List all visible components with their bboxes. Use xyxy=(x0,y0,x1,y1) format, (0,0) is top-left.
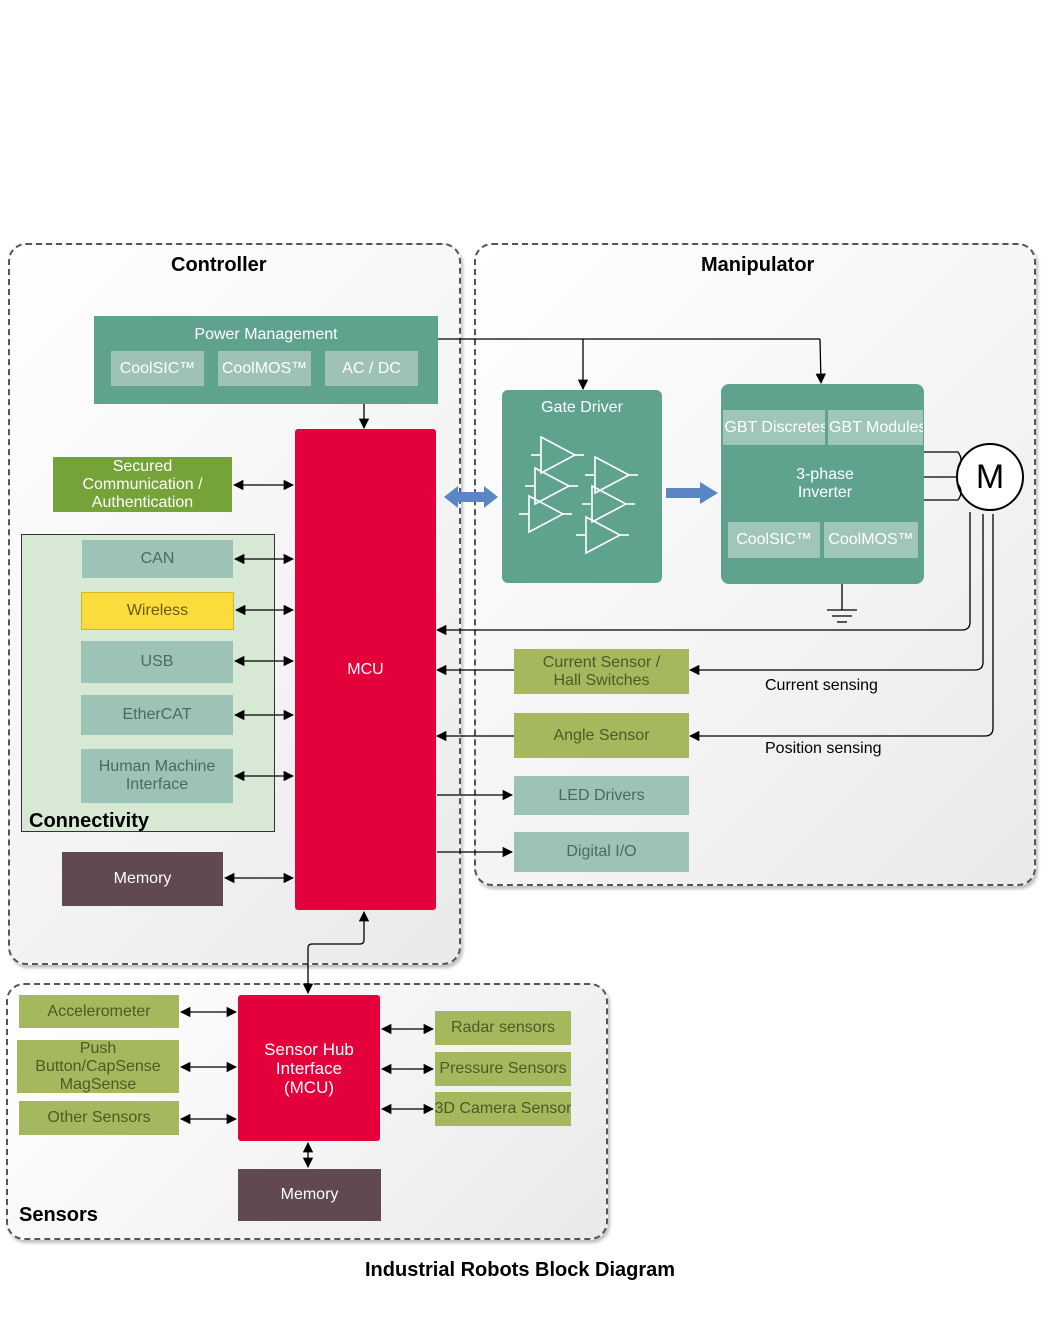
power-coolsic: CoolSIC™ xyxy=(111,351,204,386)
inverter-igbt-modules: IGBT Modules xyxy=(828,410,923,445)
inverter-coolsic: CoolSIC™ xyxy=(728,522,820,558)
inverter-motor-phases xyxy=(924,451,962,501)
push-button-capsense-block: Push Button/CapSense MagSense xyxy=(17,1040,179,1093)
angle-sensor-block: Angle Sensor xyxy=(514,713,689,758)
led-drivers-block: LED Drivers xyxy=(514,776,689,815)
inverter-coolmos: CoolMOS™ xyxy=(824,522,918,558)
mcu-block: MCU xyxy=(295,429,436,910)
diagram-caption: Industrial Robots Block Diagram xyxy=(365,1259,676,1281)
current-sensing-label: Current sensing xyxy=(765,677,878,694)
current-sensor-block: Current Sensor / Hall Switches xyxy=(514,649,689,694)
current-sensing-line xyxy=(688,514,984,676)
controller-memory-block: Memory xyxy=(62,852,223,906)
power-coolmos: CoolMOS™ xyxy=(218,351,311,386)
ethercat-block: EtherCAT xyxy=(81,695,233,735)
sensors-title: Sensors xyxy=(19,1204,98,1226)
accelerometer-block: Accelerometer xyxy=(19,995,179,1028)
can-block: CAN xyxy=(82,540,233,578)
gate-driver-inverter-bus-arrow xyxy=(666,482,718,504)
position-sensing-line xyxy=(688,514,994,742)
hmi-block: Human Machine Interface xyxy=(81,749,233,803)
power-acdc: AC / DC xyxy=(325,351,418,386)
3d-camera-sensor-block: 3D Camera Sensor xyxy=(435,1092,571,1126)
position-sensing-label: Position sensing xyxy=(765,740,882,757)
inverter-igbt-discretes: IGBT Discretes xyxy=(723,410,825,445)
secured-communication-block: Secured Communication / Authentication xyxy=(53,457,232,512)
mcu-gate-driver-bus-arrow xyxy=(444,486,498,508)
connectivity-title: Connectivity xyxy=(29,810,150,832)
manipulator-title: Manipulator xyxy=(701,254,815,276)
motor-symbol: M xyxy=(956,443,1024,511)
sensor-hub-block: Sensor Hub Interface (MCU) xyxy=(238,995,380,1141)
sensors-memory-block: Memory xyxy=(238,1169,381,1221)
other-sensors-block: Other Sensors xyxy=(19,1101,179,1135)
digital-io-block: Digital I/O xyxy=(514,832,689,872)
wireless-block: Wireless xyxy=(81,592,234,630)
power-to-inverter-arrow xyxy=(815,338,826,385)
radar-sensors-block: Radar sensors xyxy=(435,1011,571,1045)
pressure-sensors-block: Pressure Sensors xyxy=(435,1052,571,1086)
ground-icon xyxy=(827,584,857,623)
motor-feedback-mcu-line xyxy=(435,512,971,636)
gate-driver-title: Gate Driver xyxy=(541,399,623,416)
power-management-title: Power Management xyxy=(194,326,338,343)
mcu-sensor-hub-link xyxy=(302,910,370,995)
gate-driver-buffers-icon xyxy=(519,435,638,555)
controller-title: Controller xyxy=(171,254,267,276)
inverter-title: 3-phase Inverter xyxy=(796,466,854,501)
usb-block: USB xyxy=(81,641,233,683)
